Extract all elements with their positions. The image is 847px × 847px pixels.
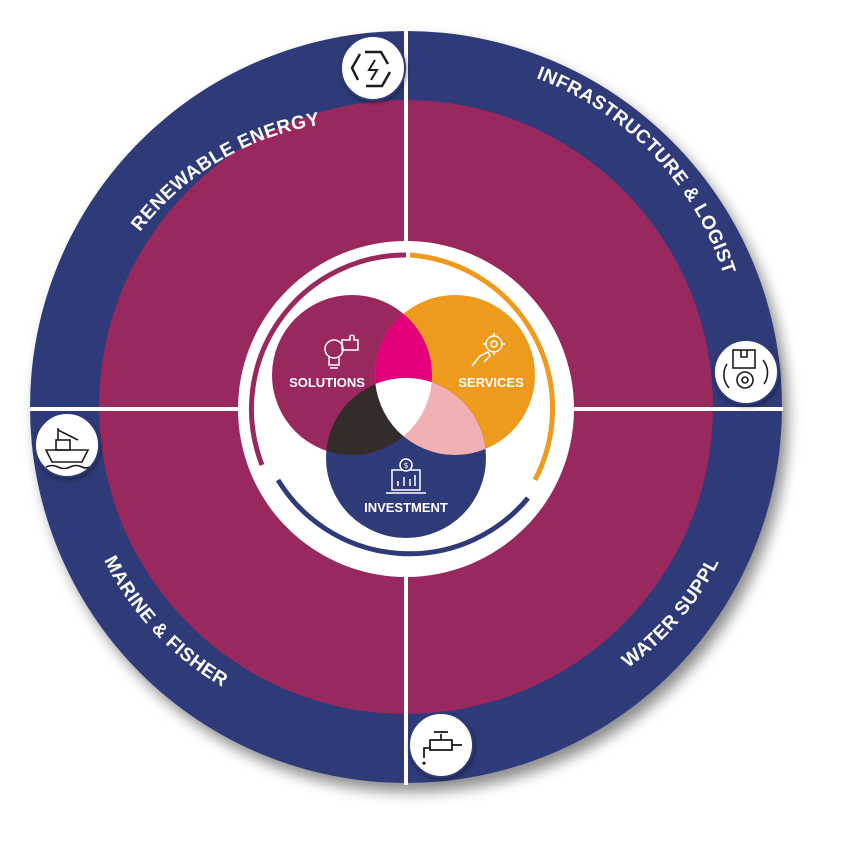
badge-renewable-energy bbox=[340, 35, 406, 101]
venn-diagram bbox=[272, 295, 535, 538]
venn-label-investment: INVESTMENT bbox=[364, 500, 448, 515]
svg-text:$: $ bbox=[403, 461, 408, 470]
lightbulb-puzzle-icon bbox=[324, 334, 359, 369]
hand-gear-icon bbox=[471, 333, 505, 367]
badge-marine-fishery bbox=[34, 412, 100, 478]
investment-chart-icon: $ bbox=[386, 458, 426, 494]
hub-arc-solutions bbox=[249, 252, 407, 466]
venn-overlap-services-investment bbox=[375, 378, 486, 455]
venn-overlap-solutions-investment bbox=[326, 378, 432, 455]
badge-water-supply bbox=[408, 712, 474, 778]
badge-infrastructure-logistics bbox=[713, 339, 779, 405]
package-gear-icon bbox=[723, 349, 769, 389]
venn-label-solutions: SOLUTIONS bbox=[289, 375, 365, 390]
recycle-energy-icon bbox=[350, 50, 392, 88]
ship-icon bbox=[44, 428, 90, 470]
venn-label-services: SERVICES bbox=[458, 375, 524, 390]
hub-arc-services bbox=[409, 252, 556, 482]
water-tap-icon bbox=[422, 731, 462, 765]
hub-arc-investment bbox=[275, 478, 530, 557]
